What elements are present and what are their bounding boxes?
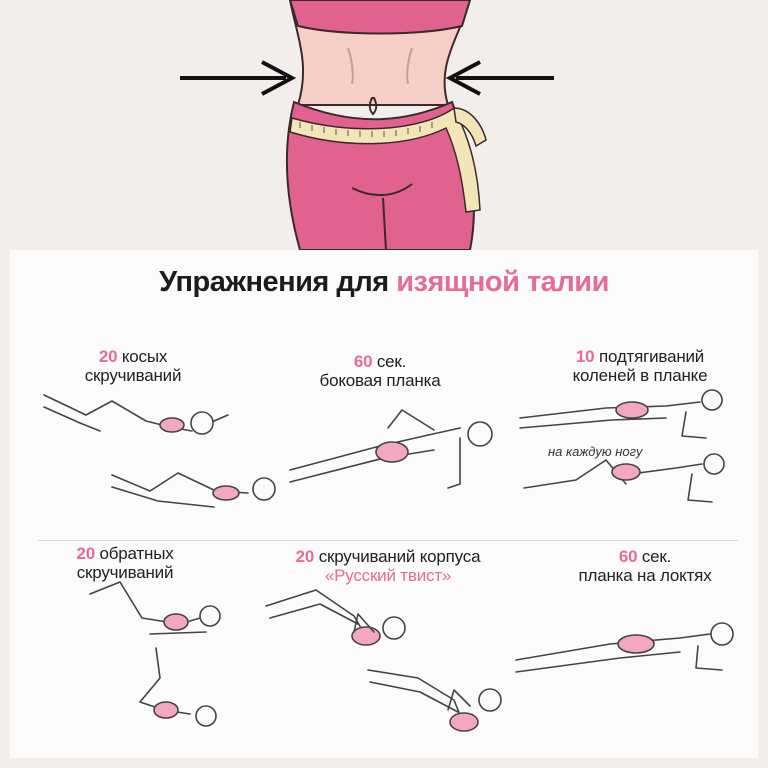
title-prefix: Упражнения для	[159, 266, 389, 298]
exercise-line2: коленей в планке	[572, 366, 708, 385]
exercise-label: 20 косых скручиваний	[48, 347, 218, 385]
measuring-tape-icon	[289, 106, 487, 213]
exercise-count: 20	[98, 347, 118, 366]
exercise-line1: скручиваний корпуса	[318, 547, 481, 566]
exercise-note: на каждую ногу	[548, 444, 643, 459]
arrow-right-icon	[180, 60, 297, 96]
exercise-label: 60 сек. боковая планка	[295, 352, 465, 390]
reverse-crunch-figure	[89, 581, 221, 727]
exercise-line1: подтягиваний	[598, 347, 705, 366]
plank-knee-tuck-figure	[519, 389, 725, 503]
exercise-count: 60	[353, 352, 373, 371]
exercise-label: 20 скручиваний корпуса «Русский твист»	[268, 547, 508, 585]
waist-illustration	[180, 0, 554, 250]
exercise-label: 10 подтягиваний коленей в планке	[540, 347, 740, 385]
russian-twist-figure	[265, 589, 502, 732]
title-highlight: изящной талии	[396, 266, 609, 298]
exercise-count: 20	[295, 547, 315, 566]
exercise-label: 60 сек. планка на локтях	[560, 547, 730, 585]
exercise-line1: сек.	[376, 352, 407, 371]
side-plank-figure	[289, 409, 493, 489]
exercise-line2: скручиваний	[76, 563, 174, 582]
exercise-label: 20 обратных скручиваний	[40, 544, 210, 582]
exercise-line2: боковая планка	[319, 371, 441, 390]
page-title: Упражнения для изящной талии	[0, 266, 768, 299]
arrow-left-icon	[445, 60, 554, 96]
exercise-count: 20	[76, 544, 95, 563]
exercise-count: 60	[618, 547, 638, 566]
exercise-line2: скручиваний	[84, 366, 182, 385]
exercise-line1: косых	[121, 347, 168, 366]
row-divider	[38, 540, 738, 541]
exercise-line2: «Русский твист»	[324, 566, 452, 585]
exercise-line1: сек.	[641, 547, 672, 566]
elbow-plank-figure	[515, 622, 734, 673]
exercise-line1: обратных	[99, 544, 174, 563]
exercise-count: 10	[575, 347, 595, 366]
exercise-line2: планка на локтях	[578, 566, 712, 585]
oblique-crunch-figure	[43, 394, 276, 508]
